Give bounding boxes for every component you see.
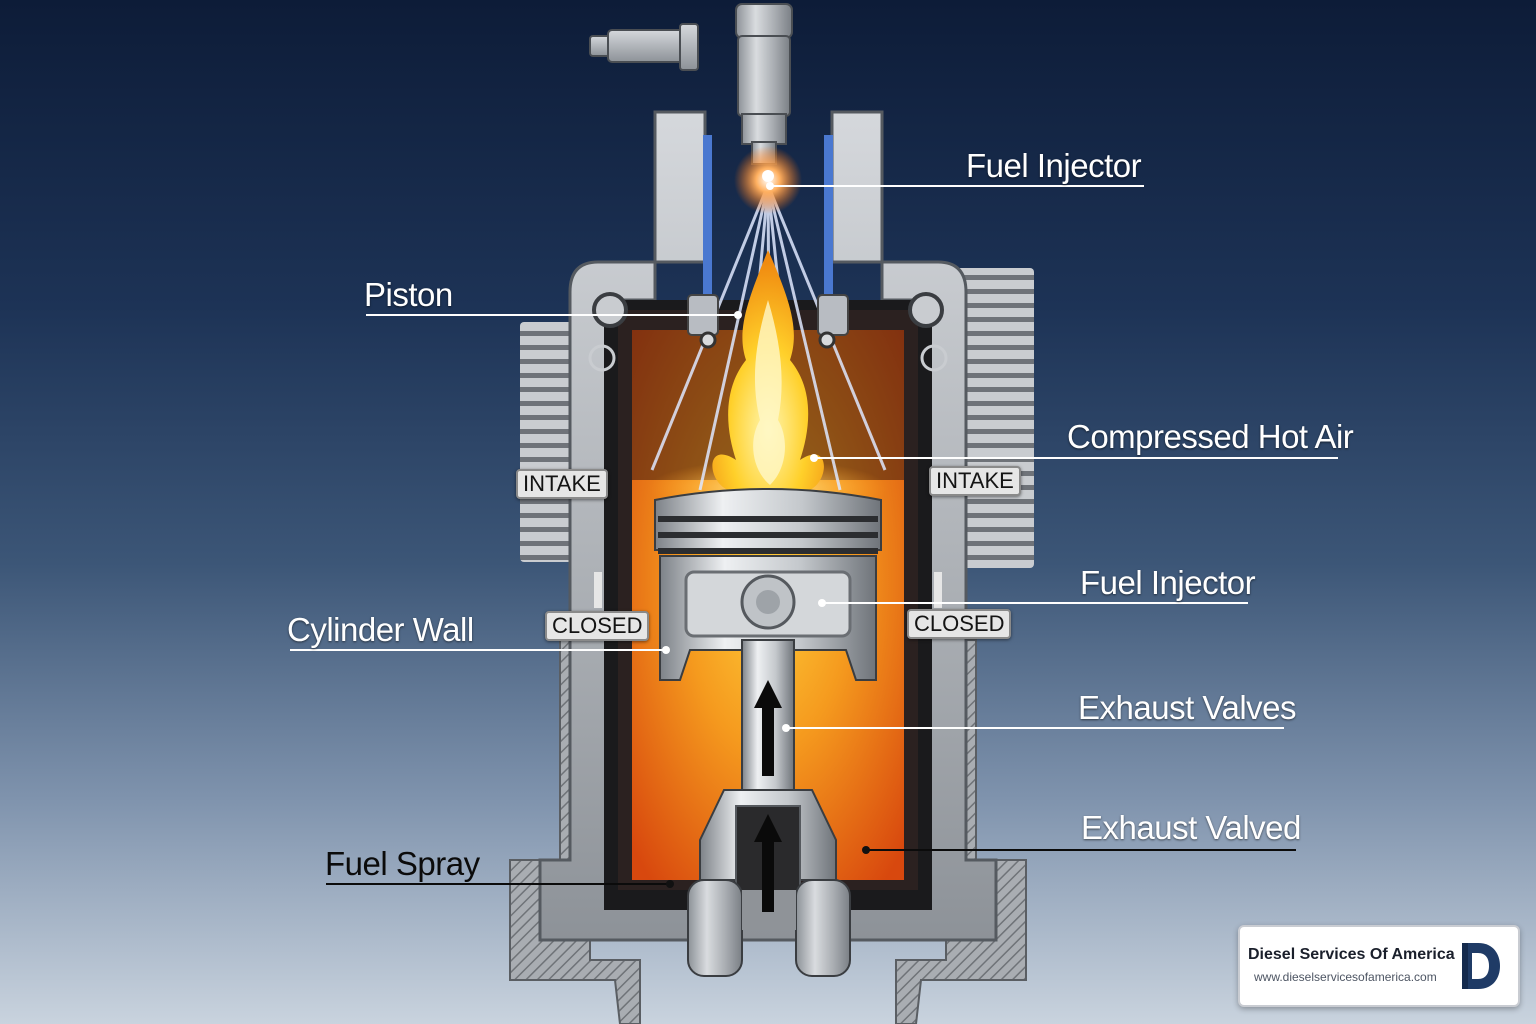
tag-closed-left: CLOSED <box>545 611 650 641</box>
letter-d-logo-icon <box>1462 943 1500 989</box>
label-exhaust-valves: Exhaust Valves <box>1078 689 1297 726</box>
tag-intake-left: INTAKE <box>516 469 608 499</box>
upward-arrow-upper-icon <box>754 680 782 776</box>
valve-spring-right <box>934 572 942 608</box>
brand-url: www.dieselservicesofamerica.com <box>1254 970 1437 984</box>
valve-right <box>817 135 849 349</box>
brand-watermark: Diesel Services Of America www.dieselser… <box>1238 925 1520 1007</box>
label-compressed-hot-air: Compressed Hot Air <box>1067 418 1354 455</box>
label-exhaust-valved: Exhaust Valved <box>1081 809 1301 846</box>
label-cylinder-wall: Cylinder Wall <box>287 611 474 648</box>
tag-intake-right: INTAKE <box>929 466 1021 496</box>
leader-dots <box>662 182 870 888</box>
tag-closed-right: CLOSED <box>907 609 1012 639</box>
label-piston: Piston <box>364 276 453 313</box>
leader-lines <box>290 185 1338 729</box>
label-fuel-injector-top: Fuel Injector <box>966 147 1142 184</box>
label-fuel-spray: Fuel Spray <box>325 845 480 882</box>
label-fuel-injector-mid: Fuel Injector <box>1080 564 1256 601</box>
piston <box>654 488 882 681</box>
leader-lines-dark <box>326 849 1296 885</box>
crankshaft <box>687 879 851 977</box>
brand-name: Diesel Services Of America <box>1248 946 1455 963</box>
flame <box>712 250 824 490</box>
valve-spring-left <box>594 572 602 608</box>
pivot-bolts <box>588 292 948 372</box>
fuel-injector <box>589 3 802 214</box>
upward-arrow-lower-icon <box>754 814 782 912</box>
